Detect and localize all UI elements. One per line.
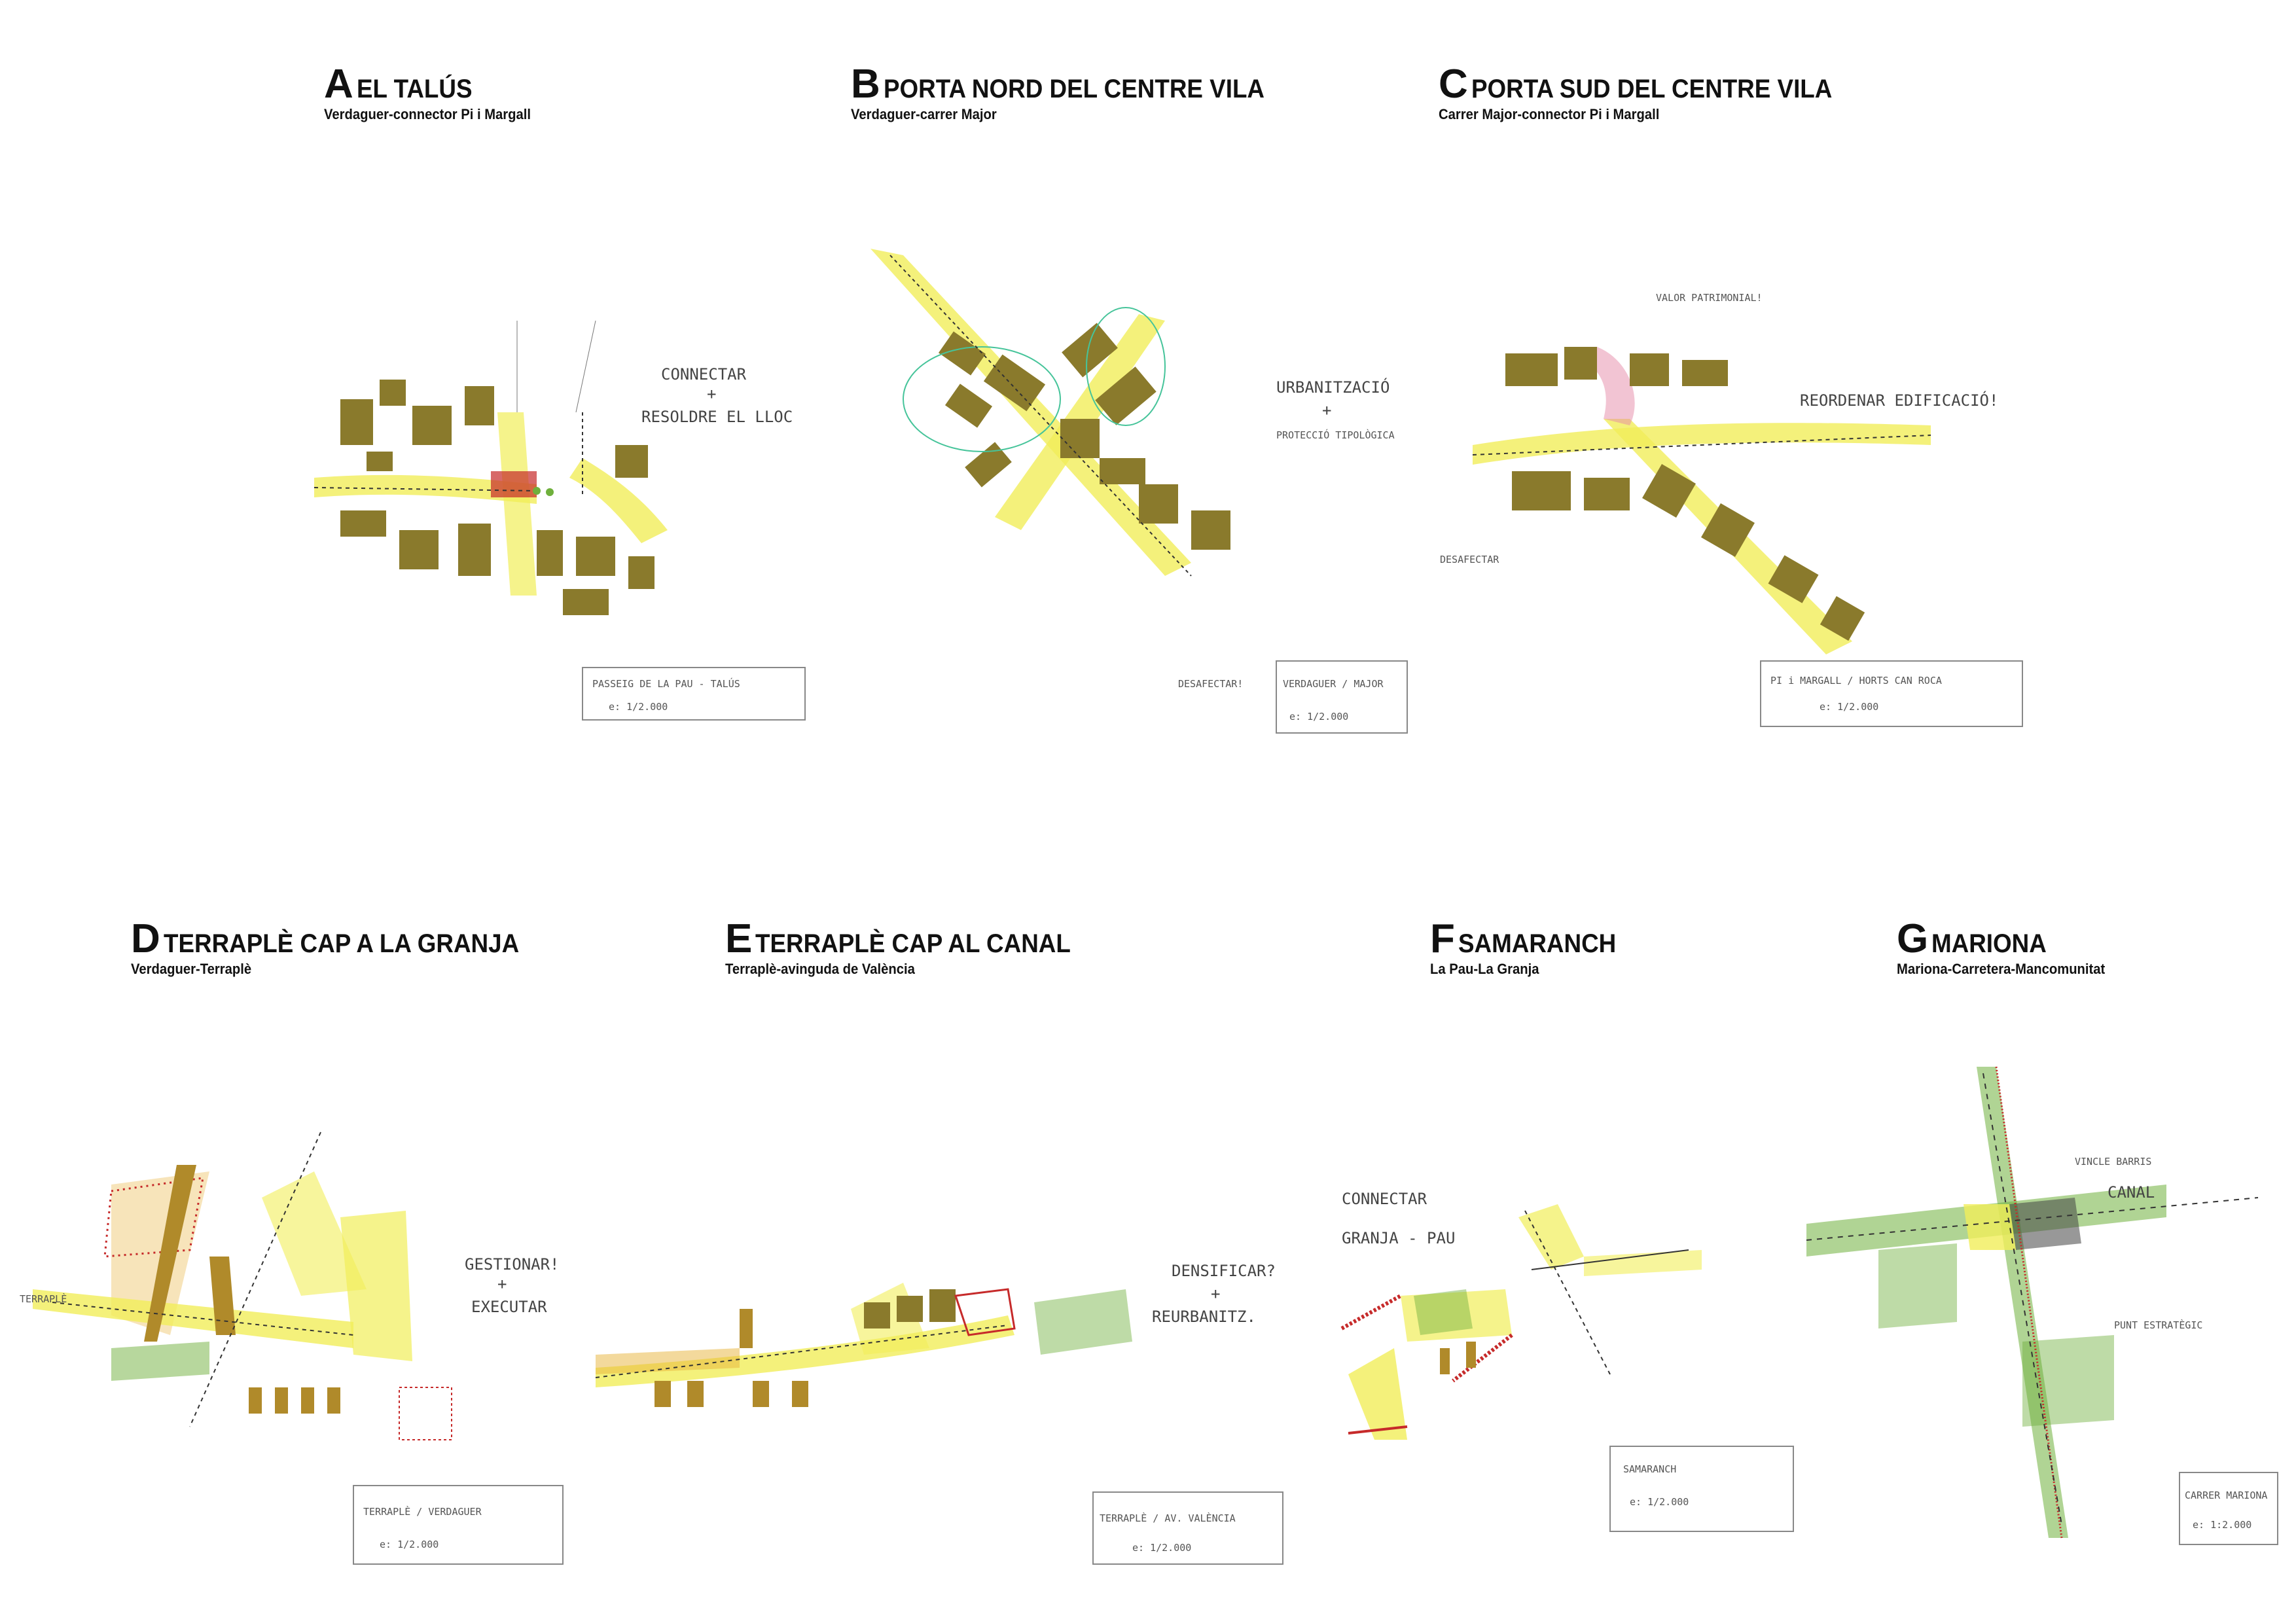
scale-label: CARRER MARIONA (2185, 1489, 2267, 1501)
panel-letter: A (324, 62, 353, 107)
panel-letter: F (1430, 916, 1455, 961)
panel-title: TERRAPLÈ CAP A LA GRANJA (163, 929, 519, 958)
panel-g: G MARIONA Mariona-Carretera-Mancomunitat (1897, 919, 2123, 978)
panel-letter: G (1897, 916, 1928, 961)
panel-a: A EL TALÚS Verdaguer-connector Pi i Marg… (324, 64, 549, 123)
note-punt: PUNT ESTRATÈGIC (2114, 1319, 2202, 1331)
scale-value: e: 1/2.000 (609, 701, 668, 713)
panel-title: SAMARANCH (1458, 929, 1617, 958)
panel-subtitle: Verdaguer-connector Pi i Margall (324, 106, 531, 122)
note-plus: + (497, 1275, 507, 1293)
note-connectar: CONNECTAR (661, 365, 747, 383)
scale-value: e: 1/2.000 (1132, 1542, 1191, 1554)
scale-label: TERRAPLÈ / AV. VALÈNCIA (1100, 1512, 1236, 1524)
sketch-f: CONNECTAR GRANJA - PAU SAMARANCH e: 1/2.… (1340, 1190, 1794, 1532)
sketch-b: URBANITZACIÓ + PROTECCIÓ TIPOLÒGICA DESA… (870, 249, 1408, 734)
note-resoldre: RESOLDRE EL LLOC (641, 408, 793, 426)
scale-label: TERRAPLÈ / VERDAGUER (363, 1505, 482, 1518)
panel-title: TERRAPLÈ CAP AL CANAL (755, 929, 1071, 958)
panel-subtitle: Verdaguer-carrer Major (851, 106, 997, 122)
note-plus: + (1211, 1285, 1220, 1303)
scale-value: e: 1/2.000 (380, 1539, 439, 1550)
scale-label: SAMARANCH (1623, 1463, 1676, 1475)
note-desafectar: DESAFECTAR (1440, 554, 1499, 565)
sketch-c: VALOR PATRIMONIAL! REORDENAR EDIFICACIÓ!… (1440, 292, 2023, 727)
note-executar: EXECUTAR (471, 1298, 547, 1316)
note-connectar: CONNECTAR (1342, 1190, 1427, 1208)
panel-subtitle: Carrer Major-connector Pi i Margall (1439, 106, 1660, 122)
note-granja-pau: GRANJA - PAU (1342, 1229, 1455, 1247)
note-urbanitzacio: URBANITZACIÓ (1276, 377, 1390, 397)
scale-label: VERDAGUER / MAJOR (1283, 678, 1384, 690)
sketch-d: GESTIONAR! + EXECUTAR TERRAPLÈ TERRAPLÈ … (20, 1132, 564, 1565)
note-reurbanitz: REURBANITZ. (1152, 1308, 1256, 1326)
sketch-a: CONNECTAR + RESOLDRE EL LLOC PASSEIG DE … (314, 320, 806, 721)
panel-subtitle: La Pau-La Granja (1430, 961, 1539, 977)
scale-label: PASSEIG DE LA PAU - TALÚS (592, 677, 740, 690)
sketch-e: DENSIFICAR? + REURBANITZ. TERRAPLÈ / AV.… (595, 1262, 1283, 1565)
panel-c: C PORTA SUD DEL CENTRE VILA Carrer Major… (1439, 64, 1863, 123)
note-proteccio: PROTECCIÓ TIPOLÒGICA (1276, 429, 1395, 441)
note-canal: CANAL (2108, 1183, 2155, 1202)
note-valor: VALOR PATRIMONIAL! (1656, 292, 1763, 304)
panel-title: PORTA SUD DEL CENTRE VILA (1471, 75, 1833, 103)
panel-subtitle: Mariona-Carretera-Mancomunitat (1897, 961, 2106, 977)
panel-subtitle: Terraplè-avinguda de València (725, 961, 915, 977)
panel-title: PORTA NORD DEL CENTRE VILA (883, 75, 1265, 103)
panel-title: EL TALÚS (356, 75, 473, 103)
note-densificar: DENSIFICAR? (1172, 1262, 1276, 1280)
scale-value: e: 1/2.000 (1630, 1496, 1689, 1508)
panel-b: B PORTA NORD DEL CENTRE VILA Verdaguer-c… (851, 64, 1297, 123)
scale-value: e: 1/2.000 (1820, 701, 1878, 713)
note-terraple: TERRAPLÈ (20, 1293, 67, 1305)
note-plus: + (1322, 401, 1331, 419)
panel-letter: C (1439, 62, 1468, 107)
panel-subtitle: Verdaguer-Terraplè (131, 961, 252, 977)
panel-title: MARIONA (1931, 929, 2047, 958)
panel-d: D TERRAPLÈ CAP A LA GRANJA Verdaguer-Ter… (131, 919, 550, 978)
note-gestionar: GESTIONAR! (465, 1255, 560, 1274)
panel-e: E TERRAPLÈ CAP AL CANAL Terraplè-avingud… (725, 919, 1098, 978)
scale-label: PI i MARGALL / HORTS CAN ROCA (1770, 675, 1942, 687)
note-desafectar: DESAFECTAR! (1178, 678, 1243, 690)
panel-letter: E (725, 916, 752, 961)
note-vincle: VINCLE BARRIS (2075, 1156, 2151, 1168)
sketch-g: VINCLE BARRIS CANAL PUNT ESTRATÈGIC CARR… (1806, 1066, 2278, 1545)
note-plus: + (707, 385, 716, 403)
scale-value: e: 1/2.000 (1289, 711, 1348, 722)
scale-value: e: 1:2.000 (2193, 1519, 2251, 1531)
panel-letter: D (131, 916, 160, 961)
panel-letter: B (851, 62, 880, 107)
note-reordenar: REORDENAR EDIFICACIÓ! (1800, 390, 1998, 410)
panel-f: F SAMARANCH La Pau-La Granja (1430, 919, 1630, 978)
